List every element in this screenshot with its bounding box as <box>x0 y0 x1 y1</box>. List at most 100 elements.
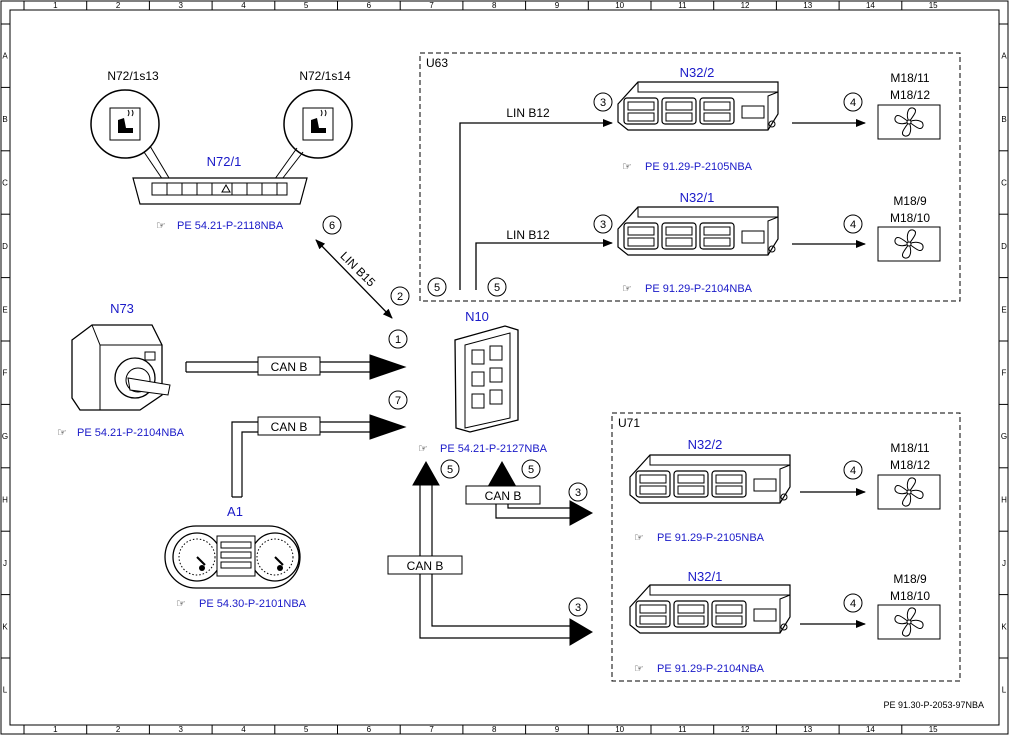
callout-marker-number: 2 <box>397 291 403 303</box>
m18-12-label: M18/12 <box>890 458 930 472</box>
can-b-label: CAN B <box>271 360 308 374</box>
grid-column-label: 2 <box>116 1 121 10</box>
grid-column-label: 3 <box>179 725 184 734</box>
grid-row-label: D <box>2 242 8 251</box>
grid-column-label: 9 <box>555 725 560 734</box>
n73-reference: PE 54.21-P-2104NBA <box>77 427 185 439</box>
fan-icon <box>894 607 924 637</box>
callout-marker-circle <box>440 459 460 479</box>
can-bus-lines <box>185 354 594 646</box>
callout-marker-number: 4 <box>850 219 856 231</box>
m18-11-label: M18/11 <box>890 441 929 455</box>
hand-pointer-icon: ☞ <box>634 532 644 544</box>
grid-row-label: C <box>2 179 8 188</box>
callout-marker-circle <box>843 92 863 112</box>
group-u63-box <box>419 52 961 302</box>
n10-label: N10 <box>465 309 489 324</box>
grid-row-label: L <box>1002 686 1007 695</box>
grid-column-label: 4 <box>241 1 246 10</box>
callout-marker-circle <box>568 597 588 617</box>
grid-row-label: E <box>2 305 7 314</box>
can-b-label-box <box>257 356 321 376</box>
u63-n32-1-control-unit <box>617 206 779 256</box>
callout-marker-number: 1 <box>395 334 401 346</box>
callout-marker-number: 5 <box>528 464 534 476</box>
m18-12-label: M18/12 <box>890 88 930 102</box>
seat-heater-icon <box>302 107 334 141</box>
callout-marker-circle <box>388 390 408 410</box>
grid-column-label: 7 <box>429 725 434 734</box>
callout-marker-number: 3 <box>600 97 606 109</box>
grid-column-label: 11 <box>678 725 687 734</box>
callout-marker-circle <box>388 329 408 349</box>
grid-column-label: 10 <box>615 725 624 734</box>
seat-heater-icon <box>109 107 141 141</box>
grid-row-label: F <box>3 369 8 378</box>
m18-9-label: M18/9 <box>893 572 927 586</box>
fan-icon <box>894 477 924 507</box>
group-u71-box <box>611 412 961 682</box>
hazard-icon <box>221 183 231 193</box>
grid-column-label: 4 <box>241 725 246 734</box>
grid-row-label: K <box>2 622 8 631</box>
grid-column-label: 8 <box>492 1 497 10</box>
can-b-label: CAN B <box>407 559 444 573</box>
callout-marker-circle <box>843 460 863 480</box>
lin-b12-label: LIN B12 <box>506 228 550 242</box>
callout-marker-number: 5 <box>447 464 453 476</box>
grid-column-label: 6 <box>367 1 372 10</box>
callout-marker-number: 4 <box>850 465 856 477</box>
n72-1-reference: PE 54.21-P-2118NBA <box>177 220 284 232</box>
grid-column-label: 15 <box>929 1 938 10</box>
callout-marker-circle <box>322 215 342 235</box>
u63-n32-2-control-unit <box>617 81 779 131</box>
grid-column-label: 1 <box>53 1 58 10</box>
hand-pointer-icon: ☞ <box>634 663 644 675</box>
grid-column-label: 1 <box>53 725 58 734</box>
m18-11-label: M18/11 <box>890 71 929 85</box>
hand-pointer-icon: ☞ <box>176 598 186 610</box>
grid-column-label: 7 <box>429 1 434 10</box>
grid-column-label: 13 <box>803 725 812 734</box>
callout-marker-number: 5 <box>434 282 440 294</box>
n72-1-control-panel: N72/1s13 N72/1s14 N72/1 ☞ PE 54.21-P- <box>90 69 353 232</box>
callout-marker-circle <box>390 286 410 306</box>
u63-n32-1-reference: PE 91.29-P-2104NBA <box>645 283 753 295</box>
grid-column-label: 12 <box>741 725 750 734</box>
grid-row-label: H <box>2 496 8 505</box>
u71-n32-1-control-unit <box>629 584 791 634</box>
u71-n32-1-reference: PE 91.29-P-2104NBA <box>657 663 765 675</box>
grid-row-label: J <box>1002 559 1006 568</box>
n10-reference: PE 54.21-P-2127NBA <box>440 443 548 455</box>
callout-marker-circle <box>568 482 588 502</box>
grid-column-label: 11 <box>678 1 687 10</box>
hand-pointer-icon: ☞ <box>418 443 428 455</box>
fan-icon <box>894 107 924 137</box>
grid-row-label: G <box>1001 432 1007 441</box>
n72-1s13-label: N72/1s13 <box>107 69 159 83</box>
can-b-label-box <box>257 416 321 436</box>
grid-row-label: K <box>1001 622 1007 631</box>
callout-marker-number: 6 <box>329 220 335 232</box>
lin-b12-label: LIN B12 <box>506 106 550 120</box>
grid-row-label: H <box>1001 496 1007 505</box>
callout-marker-number: 5 <box>494 282 500 294</box>
signal-lines <box>315 119 866 628</box>
n10-signal-acquisition-module: N10 ☞ PE 54.21-P-2127NBA <box>418 309 548 455</box>
grid-row-label: L <box>3 686 8 695</box>
callout-marker-circle <box>521 459 541 479</box>
grid-row-label: G <box>2 432 8 441</box>
callout-marker-number: 3 <box>575 602 581 614</box>
footer-reference: PE 91.30-P-2053-97NBA <box>883 700 984 710</box>
n73-ignition-switch: N73 ☞ PE 54.21-P-2104NBA <box>57 301 185 439</box>
n72-1s14-label: N72/1s14 <box>299 69 351 83</box>
callout-marker-circle <box>427 277 447 297</box>
callout-marker-circle <box>487 277 507 297</box>
u71-n32-2-control-unit <box>629 454 791 504</box>
callout-marker-circle <box>843 214 863 234</box>
callout-marker-number: 7 <box>395 395 401 407</box>
callout-marker-circle <box>843 593 863 613</box>
grid-column-label: 5 <box>304 1 309 10</box>
